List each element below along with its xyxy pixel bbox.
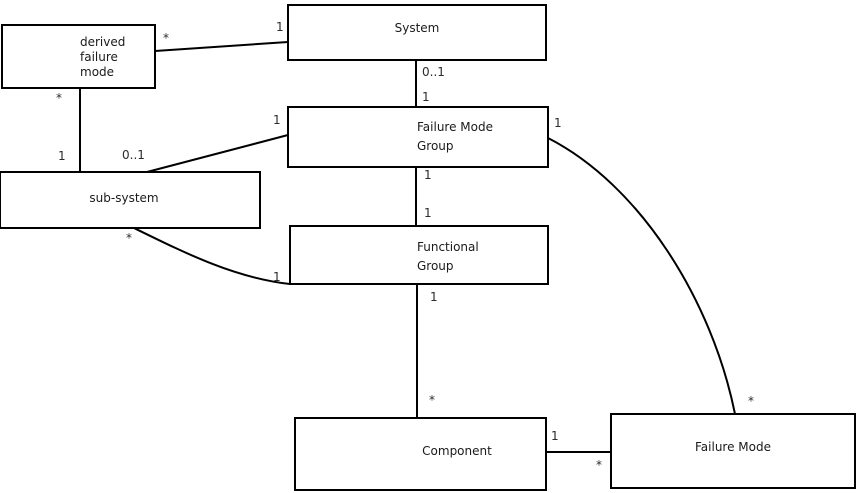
multiplicity-label: 1 xyxy=(551,429,559,443)
class-name-line: Group xyxy=(417,259,454,273)
class-box-outline-sub-system xyxy=(0,171,261,229)
class-name-line: failure xyxy=(80,50,118,64)
class-box-outline-failure-mode xyxy=(610,413,856,489)
association-line-assoc-derived-system xyxy=(154,41,289,52)
class-box-component[interactable]: Component xyxy=(294,417,547,491)
association-line-assoc-fmgroup-subsystem xyxy=(146,134,289,173)
class-name-line: Functional xyxy=(417,240,479,254)
multiplicity-label: 1 xyxy=(276,20,284,34)
association-line-assoc-subsystem-funcgroup xyxy=(133,227,291,285)
multiplicity-label: 1 xyxy=(273,270,281,284)
class-name-line: mode xyxy=(80,65,114,79)
multiplicity-label: * xyxy=(748,394,754,408)
multiplicity-label: 1 xyxy=(422,90,430,104)
multiplicity-label: * xyxy=(56,91,62,105)
class-box-outline-derived-failure-mode xyxy=(1,24,156,89)
multiplicity-label: 1 xyxy=(424,168,432,182)
multiplicity-label: * xyxy=(163,31,169,45)
multiplicity-label: * xyxy=(429,393,435,407)
multiplicity-label: 0..1 xyxy=(422,65,445,79)
class-name-component: Component xyxy=(422,444,492,458)
class-box-outline-failure-mode-group xyxy=(287,106,549,168)
multiplicity-layer: * 1 * 1 0..1 1 1 0..1 1 1 1 * * 1 1 * 1 * xyxy=(56,20,754,472)
multiplicity-label: 1 xyxy=(430,290,438,304)
class-name-line: derived xyxy=(80,35,125,49)
multiplicity-label: 1 xyxy=(58,149,66,163)
class-name-line: Group xyxy=(417,139,454,153)
class-name-sub-system: sub-system xyxy=(89,191,158,205)
multiplicity-label: 1 xyxy=(424,206,432,220)
multiplicity-label: 1 xyxy=(554,116,562,130)
multiplicity-label: 0..1 xyxy=(122,148,145,162)
class-name-line: Failure Mode xyxy=(417,120,493,134)
class-name-line: sub-system xyxy=(89,191,158,205)
class-box-outline-component xyxy=(294,417,547,491)
multiplicity-label: 1 xyxy=(273,113,281,127)
class-box-sub-system[interactable]: sub-system xyxy=(0,171,261,229)
multiplicity-label: * xyxy=(596,458,602,472)
class-name-line: Failure Mode xyxy=(695,440,771,454)
class-box-system[interactable]: System xyxy=(287,4,547,61)
class-box-outline-functional-group xyxy=(289,225,549,285)
class-name-line: Component xyxy=(422,444,492,458)
class-name-system: System xyxy=(395,21,440,35)
class-box-failure-mode[interactable]: Failure Mode xyxy=(610,413,856,489)
multiplicity-label: * xyxy=(126,231,132,245)
class-name-failure-mode: Failure Mode xyxy=(695,440,771,454)
class-box-outline-system xyxy=(287,4,547,61)
associations-layer xyxy=(79,41,736,453)
association-line-assoc-fmgroup-failuremode xyxy=(547,137,736,415)
class-name-line: System xyxy=(395,21,440,35)
